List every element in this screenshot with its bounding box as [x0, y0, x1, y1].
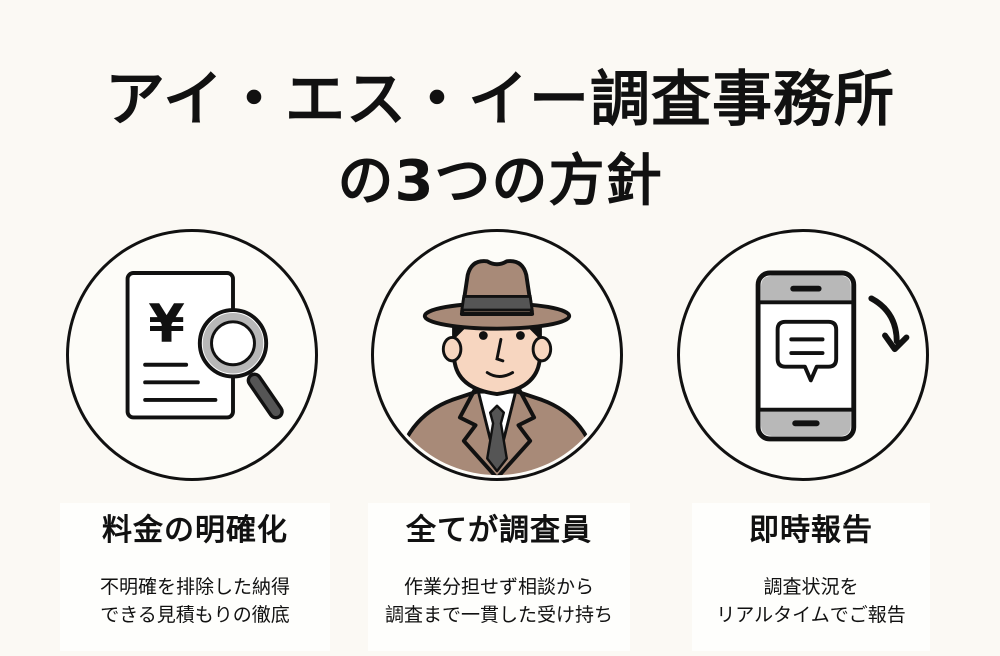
policy-description: 調査状況を リアルタイムでご報告 [692, 573, 930, 629]
svg-text:¥: ¥ [148, 293, 185, 354]
policy-desc-line: できる見積もりの徹底 [100, 604, 290, 626]
policy-description: 作業分担せず相談から 調査まで一貫した受け持ち [368, 573, 630, 629]
page-title-line2: の3つの方針 [337, 149, 663, 214]
policy-desc-line: 調査まで一貫した受け持ち [384, 604, 613, 626]
yen-document-magnifier-icon: ¥ [125, 271, 284, 420]
detective-icon [391, 259, 603, 476]
policy-icon-circle-1: ¥ [66, 229, 318, 481]
policy-desc-line: 調査状況を [763, 576, 859, 598]
policy-title: 料金の明確化 [102, 513, 288, 548]
page-title-line1: アイ・エス・イー調査事務所 [105, 65, 895, 135]
policy-card-1: 料金の明確化 不明確を排除した納得 できる見積もりの徹底 [60, 503, 330, 651]
policy-card-3: 即時報告 調査状況を リアルタイムでご報告 [692, 503, 930, 651]
policy-title: 即時報告 [749, 513, 873, 548]
policy-card-2: 全てが調査員 作業分担せず相談から 調査まで一貫した受け持ち [368, 503, 630, 651]
policy-desc-line: 不明確を排除した納得 [99, 576, 290, 598]
policy-title: 全てが調査員 [406, 513, 592, 548]
smartphone-message-icon [755, 270, 910, 442]
policy-desc-line: リアルタイムでご報告 [716, 604, 906, 626]
policy-description: 不明確を排除した納得 できる見積もりの徹底 [60, 573, 330, 629]
policy-desc-line: 作業分担せず相談から [403, 576, 594, 598]
policy-icon-circle-2 [371, 229, 623, 481]
policy-icon-circle-3 [677, 229, 929, 481]
